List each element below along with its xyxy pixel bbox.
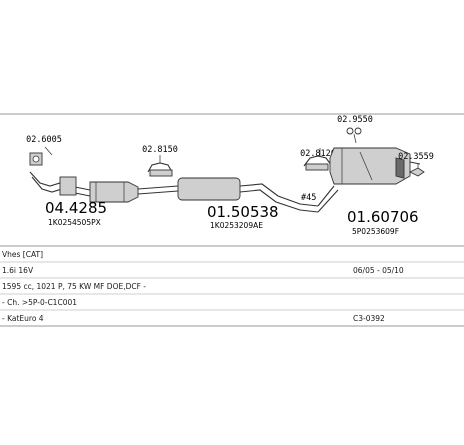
partno-60706: 01.60706 <box>347 208 419 226</box>
part-3559 <box>408 164 425 177</box>
partno-4285: 04.4285 <box>45 199 107 217</box>
ref-4285: 1K0254505PX <box>48 218 101 227</box>
row-right: 06/05 - 05/10 <box>353 266 404 275</box>
table-row: Vhes [CAT] <box>0 247 464 263</box>
code-3559: 02.3559 <box>398 152 434 162</box>
partno-50538: 01.50538 <box>207 203 279 221</box>
table-row: - Ch. >5P-0-C1C001 <box>0 295 464 311</box>
rear-silencer <box>317 147 421 213</box>
row-left: 1.6i 16V <box>2 266 34 275</box>
middle-silencer <box>137 177 319 213</box>
ref-50538: 1K0253209AE <box>210 221 263 230</box>
code-6005: 02.6005 <box>26 135 62 145</box>
code-8120: 02.8120 <box>300 149 336 159</box>
row-left: - KatEuro 4 <box>2 314 44 323</box>
hanger-9550 <box>346 127 362 144</box>
table-row: 1.6i 16V 06/05 - 05/10 <box>0 263 464 279</box>
clamp-8150 <box>147 155 173 177</box>
code-8150: 02.8150 <box>142 145 178 155</box>
table-row: - KatEuro 4 C3-0392 <box>0 311 464 327</box>
code-9550: 02.9550 <box>337 115 373 125</box>
code-45: #45 <box>301 193 316 203</box>
row-left: 1595 cc, 1021 P, 75 KW MF DOE,DCF - <box>2 282 147 291</box>
clamp-8120 <box>303 148 333 171</box>
row-left: Vhes [CAT] <box>2 250 44 259</box>
ref-60706: 5P0253609F <box>352 227 399 236</box>
gasket-6005 <box>29 146 53 166</box>
row-left: - Ch. >5P-0-C1C001 <box>2 298 78 307</box>
row-right: C3-0392 <box>353 314 385 323</box>
table-row: 1595 cc, 1021 P, 75 KW MF DOE,DCF - <box>0 279 464 295</box>
front-pipe-catalyst <box>29 171 139 203</box>
